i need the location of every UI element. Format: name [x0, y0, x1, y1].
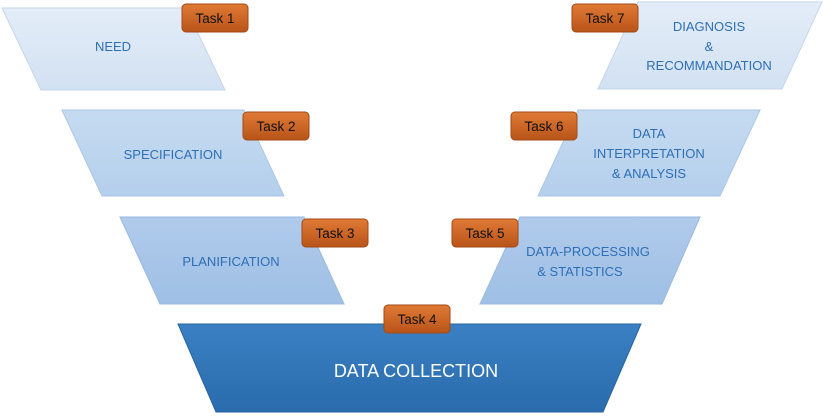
- step-specification-shape: [61, 109, 285, 197]
- task-badge-7-label: Task 7: [585, 11, 624, 26]
- step-data-interpretation-shape: [537, 109, 761, 197]
- task-badge-5: Task 5: [451, 218, 519, 248]
- step-diagnosis-label-line3: RECOMMANDATION: [646, 58, 771, 73]
- step-data-processing-label-line1: DATA-PROCESSING: [526, 244, 650, 259]
- task-badge-4-label: Task 4: [397, 312, 437, 327]
- step-specification: SPECIFICATION: [61, 109, 285, 197]
- step-need-label: NEED: [95, 39, 131, 54]
- step-planification-label: PLANIFICATION: [182, 254, 279, 269]
- task-badge-6-label: Task 6: [524, 119, 563, 134]
- task-badge-7: Task 7: [571, 3, 639, 33]
- step-specification-label: SPECIFICATION: [124, 147, 223, 162]
- step-data-collection-shape: [177, 323, 642, 413]
- task-badge-5-label: Task 5: [465, 226, 504, 241]
- task-badge-1-label: Task 1: [195, 11, 234, 26]
- step-data-interpretation-label-line2: INTERPRETATION: [593, 146, 704, 161]
- task-badge-4: Task 4: [383, 304, 451, 334]
- step-diagnosis-shape: [597, 1, 823, 90]
- step-data-processing-shape: [479, 216, 701, 305]
- step-data-collection: DATA COLLECTION: [177, 323, 642, 413]
- step-data-interpretation: DATA INTERPRETATION & ANALYSIS: [537, 109, 761, 197]
- step-data-processing-label-line2: & STATISTICS: [537, 264, 623, 279]
- step-diagnosis: DIAGNOSIS & RECOMMANDATION: [597, 1, 823, 90]
- step-planification: PLANIFICATION: [119, 216, 345, 305]
- step-diagnosis-label-line2: &: [705, 39, 714, 54]
- task-badge-2-label: Task 2: [256, 119, 295, 134]
- task-badge-3-label: Task 3: [315, 226, 354, 241]
- step-data-collection-label: DATA COLLECTION: [334, 361, 498, 381]
- step-planification-shape: [119, 216, 345, 305]
- step-data-interpretation-label-line1: DATA: [633, 126, 666, 141]
- task-badge-1: Task 1: [181, 3, 249, 33]
- step-data-interpretation-label-line3: & ANALYSIS: [612, 166, 687, 181]
- task-badge-6: Task 6: [510, 111, 578, 141]
- task-badge-2: Task 2: [242, 111, 310, 141]
- step-diagnosis-label-line1: DIAGNOSIS: [673, 19, 746, 34]
- step-data-processing: DATA-PROCESSING & STATISTICS: [479, 216, 701, 305]
- step-need-shape: [1, 7, 226, 91]
- step-need: NEED: [1, 7, 226, 91]
- task-badge-3: Task 3: [301, 218, 369, 248]
